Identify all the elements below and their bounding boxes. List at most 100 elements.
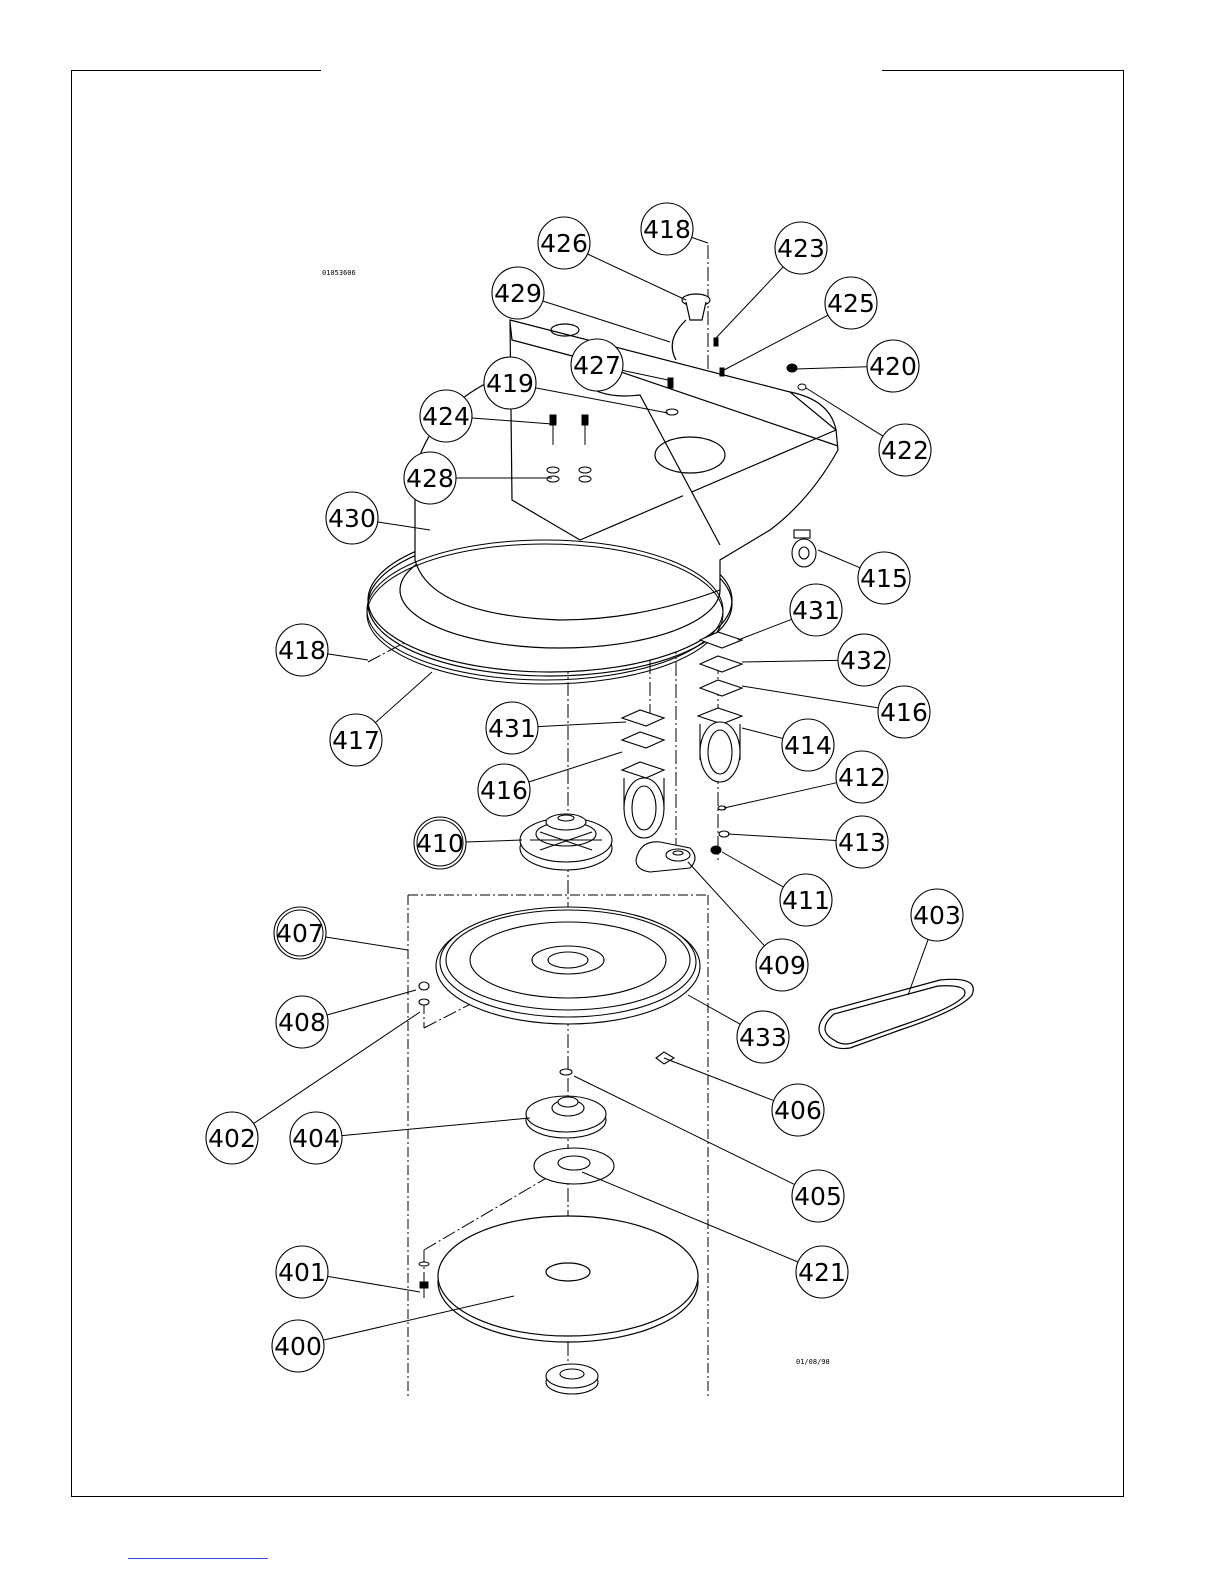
callout-leader: [742, 686, 878, 708]
callout-number: 431: [488, 714, 536, 743]
pulley-part: [520, 814, 612, 870]
callout-number: 410: [416, 829, 464, 858]
callout-407: 407: [274, 907, 408, 959]
callout-number: 428: [406, 464, 454, 493]
callout-number: 418: [278, 636, 326, 665]
callout-leader: [818, 550, 860, 568]
callout-leader: [742, 728, 783, 739]
callout-416: 416: [742, 686, 930, 738]
callout-number: 424: [422, 402, 470, 431]
callout-number: 430: [328, 504, 376, 533]
callout-423: 423: [716, 222, 827, 338]
callout-leader: [588, 254, 686, 300]
bearing-flange: [526, 1096, 606, 1138]
callout-number: 413: [838, 828, 886, 857]
callout-406: 406: [664, 1058, 824, 1136]
callout-number: 417: [332, 726, 380, 755]
callout-layer: 418 426 423 429 425 427 420 419 424 422 428 430 415 4…: [206, 203, 963, 1372]
callout-number: 426: [540, 229, 588, 258]
callout-number: 411: [782, 886, 830, 915]
callout-404: 404: [290, 1112, 530, 1164]
callout-leader: [466, 840, 522, 842]
callout-leader: [327, 990, 416, 1015]
callout-number: 418: [643, 215, 691, 244]
callout-number: 416: [880, 698, 928, 727]
callout-number: 408: [278, 1008, 326, 1037]
callout-432: 432: [742, 634, 890, 686]
caster-plates-right: [698, 632, 742, 854]
idler-part: [636, 842, 695, 872]
callout-number: 409: [758, 951, 806, 980]
callout-leader: [664, 1058, 774, 1101]
mount-hub-lower: [546, 1364, 598, 1394]
callout-leader: [796, 367, 867, 369]
callout-leader: [716, 267, 783, 338]
callout-number: 412: [838, 763, 886, 792]
callout-number: 403: [913, 901, 961, 930]
caster-plates-left: [622, 710, 664, 838]
callout-leader: [529, 752, 622, 782]
callout-number: 406: [774, 1096, 822, 1125]
callout-411: 411: [722, 852, 832, 926]
callout-410: 410: [414, 817, 522, 869]
callout-number: 419: [486, 369, 534, 398]
callout-420: 420: [796, 340, 919, 392]
callout-number: 429: [494, 279, 542, 308]
callout-leader: [722, 852, 783, 887]
callout-leader: [724, 315, 828, 370]
callout-number: 432: [840, 646, 888, 675]
callout-leader: [538, 722, 626, 727]
callout-leader: [908, 939, 928, 995]
callout-leader: [742, 660, 838, 662]
callout-number: 415: [860, 564, 908, 593]
callout-433: 433: [688, 995, 789, 1063]
drawing-code: 01053606: [322, 269, 356, 277]
callout-number: 425: [827, 289, 875, 318]
callout-number: 400: [274, 1332, 322, 1361]
callout-leader: [692, 237, 708, 243]
v-belt: [819, 979, 973, 1048]
callout-number: 431: [792, 596, 840, 625]
base-plate: [438, 1216, 698, 1342]
callout-number: 423: [777, 234, 825, 263]
callout-number: 414: [784, 731, 832, 760]
callout-408: 408: [276, 990, 416, 1048]
mount-plate-upper: [534, 1148, 614, 1184]
callout-leader: [728, 834, 836, 840]
callout-431: 431: [486, 702, 626, 754]
callout-leader: [724, 783, 837, 808]
drive-disc: [436, 907, 700, 1024]
swivel-caster-small: [792, 530, 816, 567]
callout-418: 418: [276, 624, 368, 676]
callout-leader: [342, 1118, 530, 1136]
callout-number: 427: [573, 351, 621, 380]
callout-431: 431: [738, 584, 842, 640]
callout-number: 421: [798, 1258, 846, 1287]
callout-leader: [688, 862, 764, 946]
callout-number: 405: [794, 1182, 842, 1211]
callout-number: 402: [208, 1124, 256, 1153]
callout-number: 404: [292, 1124, 340, 1153]
callout-leader: [328, 1276, 420, 1292]
callout-number: 401: [278, 1258, 326, 1287]
callout-414: 414: [742, 719, 834, 771]
callout-number: 422: [881, 436, 929, 465]
callout-413: 413: [728, 816, 888, 868]
callout-number: 416: [480, 776, 528, 805]
callout-number: 420: [869, 352, 917, 381]
knob-part: [672, 294, 710, 360]
callout-418: 418: [641, 203, 708, 255]
callout-425: 425: [724, 277, 877, 370]
callout-401: 401: [276, 1246, 420, 1298]
callout-leader: [326, 937, 408, 950]
callout-leader: [375, 672, 432, 723]
callout-leader: [738, 619, 792, 640]
callout-leader: [688, 995, 740, 1024]
callout-416: 416: [478, 752, 622, 816]
drawing-date: 01/08/98: [796, 1358, 830, 1366]
callout-number: 407: [276, 919, 324, 948]
callout-417: 417: [330, 672, 432, 766]
callout-leader: [328, 654, 368, 660]
callout-number: 433: [739, 1023, 787, 1052]
